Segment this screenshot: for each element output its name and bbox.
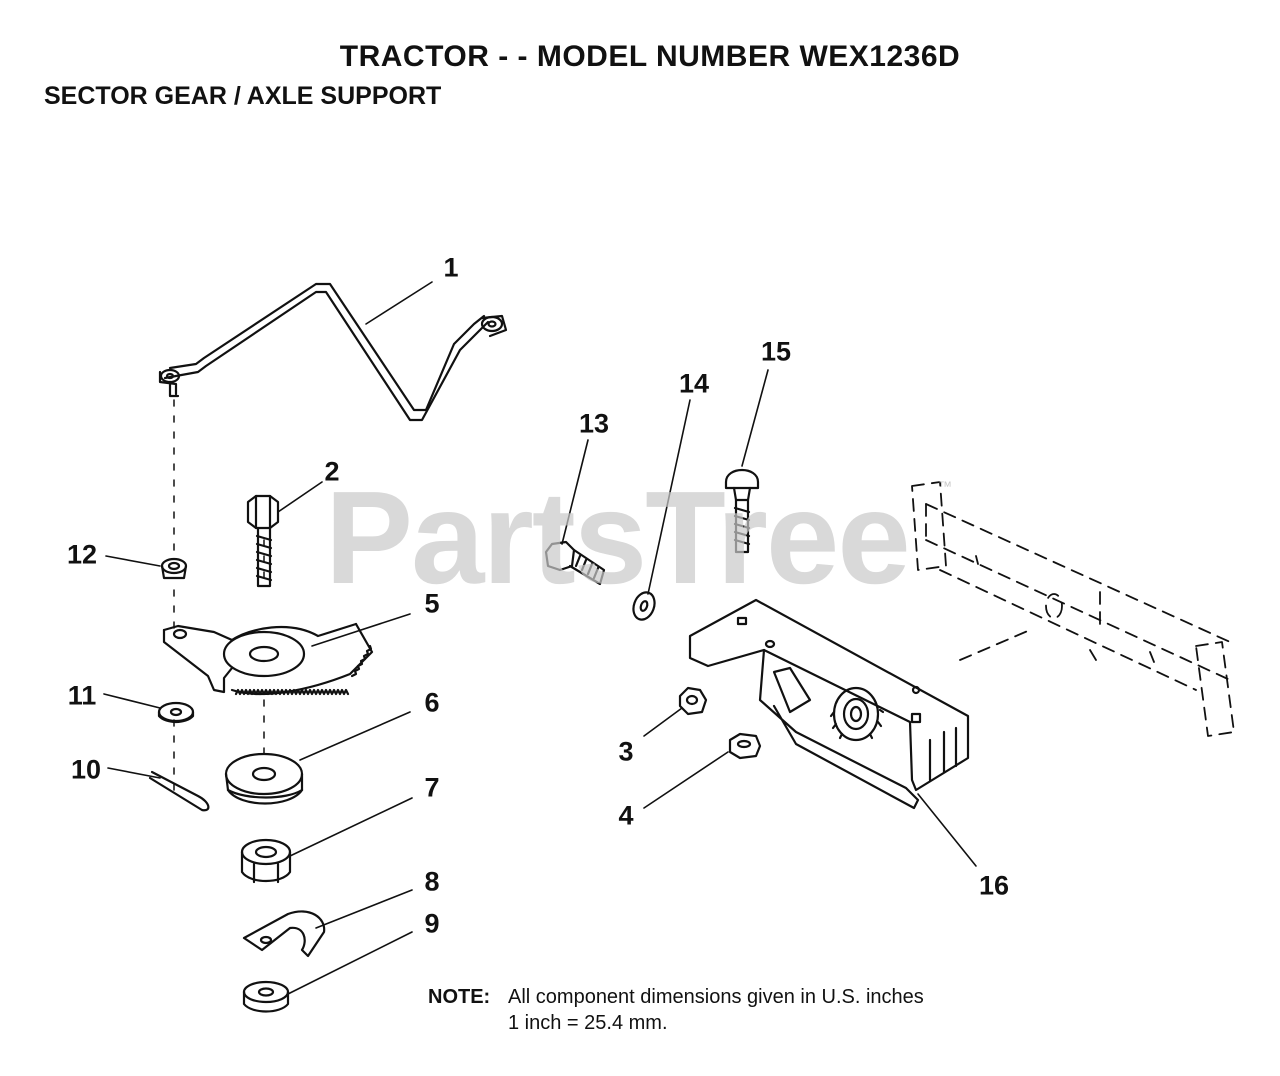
hex-bolt-part [246, 494, 280, 588]
nut-part-9 [242, 980, 290, 1013]
pinion-part [224, 752, 304, 805]
callout-14[interactable]: 14 [678, 368, 710, 399]
callout-12[interactable]: 12 [66, 539, 98, 570]
callout-13[interactable]: 13 [578, 408, 610, 439]
callout-3[interactable]: 3 [618, 736, 634, 767]
note-label: NOTE: [428, 986, 491, 1008]
callout-5[interactable]: 5 [424, 588, 440, 619]
axle-support-part [688, 598, 970, 810]
trademark-mark: ™ [938, 478, 952, 494]
washer-part-11 [157, 701, 195, 724]
callout-2[interactable]: 2 [324, 456, 340, 487]
page-title: TRACTOR - - MODEL NUMBER WEX1236D [339, 40, 961, 73]
callout-9[interactable]: 9 [424, 908, 440, 939]
callout-7[interactable]: 7 [424, 772, 440, 803]
partstree-watermark: PartsTree [325, 464, 911, 611]
cotter-pin-part [148, 770, 210, 812]
lock-nut-part [240, 838, 292, 884]
callout-leaders [103, 281, 977, 995]
hex-nut-part-4 [728, 732, 762, 760]
callout-15[interactable]: 15 [760, 336, 792, 367]
callout-1[interactable]: 1 [443, 252, 459, 283]
assembly-axis-left [173, 399, 265, 791]
bolt-part-13 [544, 540, 606, 586]
front-axle-phantom [911, 481, 1235, 737]
callout-4[interactable]: 4 [618, 800, 634, 831]
callout-10[interactable]: 10 [70, 754, 102, 785]
hex-nut-part-3 [678, 686, 708, 716]
note-line-1: All component dimensions given in U.S. i… [508, 986, 924, 1008]
callout-16[interactable]: 16 [978, 870, 1010, 901]
clamp-part [242, 910, 326, 958]
sector-gear-part [162, 622, 374, 696]
drag-link-part [158, 282, 508, 422]
callout-6[interactable]: 6 [424, 687, 440, 718]
carriage-bolt-part [724, 468, 760, 554]
note-line-2: 1 inch = 25.4 mm. [508, 1012, 668, 1034]
callout-11[interactable]: 11 [67, 680, 97, 711]
callout-8[interactable]: 8 [424, 866, 440, 897]
section-subtitle: SECTOR GEAR / AXLE SUPPORT [44, 82, 442, 110]
bushing-part [160, 557, 188, 580]
